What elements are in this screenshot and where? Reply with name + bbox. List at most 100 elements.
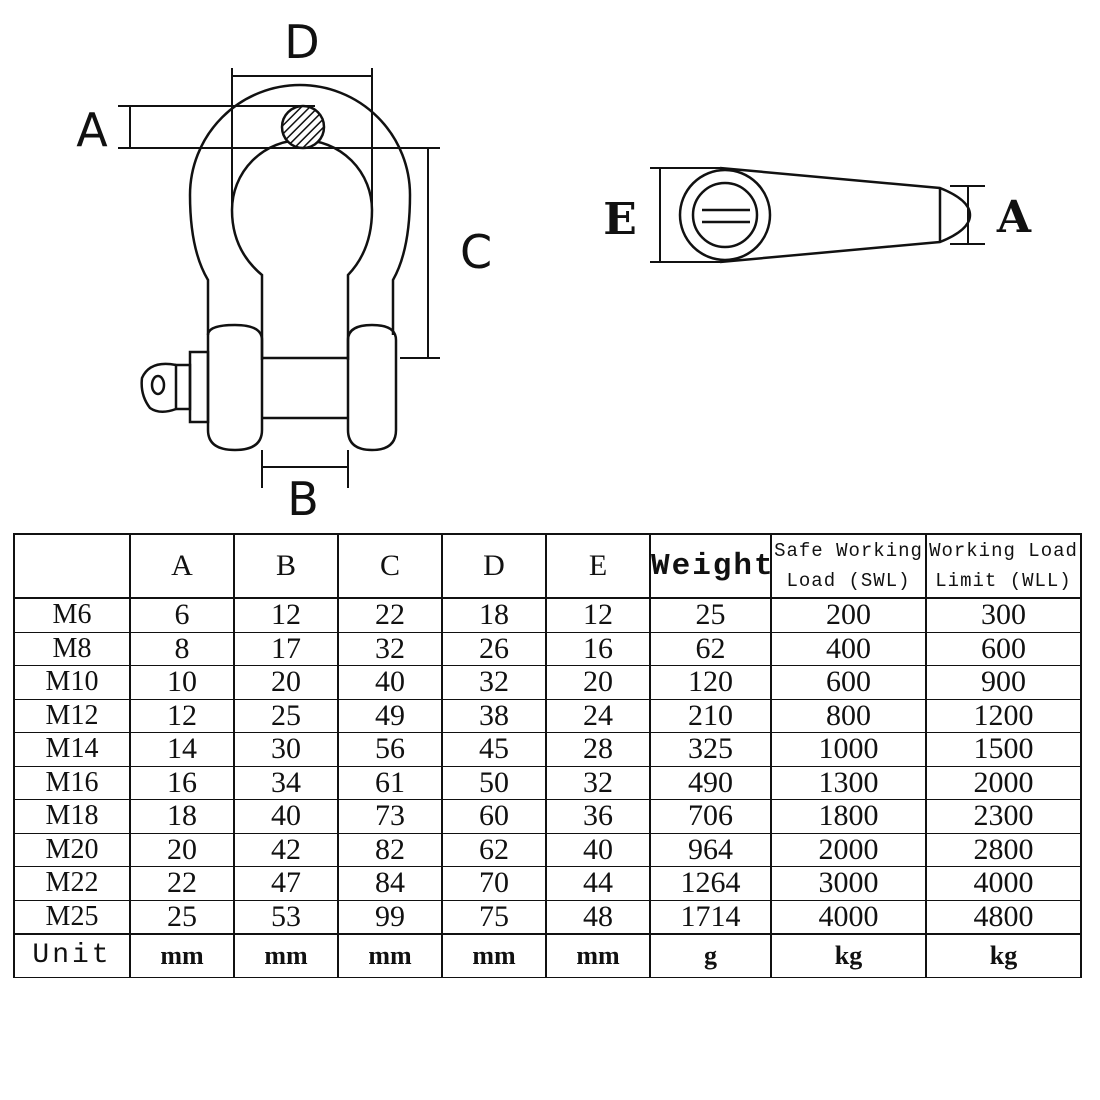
unit-cell-b: mm	[233, 933, 339, 978]
cell-c: 40	[337, 665, 443, 700]
cell-size: M6	[13, 597, 131, 633]
unit-cell-e: mm	[545, 933, 651, 978]
cell-d: 18	[441, 597, 547, 633]
cell-c: 22	[337, 597, 443, 633]
dimension-label-e: E	[603, 194, 637, 245]
header-d: D	[441, 533, 547, 599]
cell-e: 28	[545, 732, 651, 767]
cell-swl: 200	[770, 597, 927, 633]
cell-a: 10	[129, 665, 235, 700]
dimension-label-a-side: A	[996, 192, 1032, 243]
cell-wll: 2300	[925, 799, 1082, 834]
cell-b: 53	[233, 899, 339, 935]
cell-e: 12	[545, 597, 651, 633]
cell-c: 73	[337, 799, 443, 834]
front-dimension-lines	[118, 68, 440, 488]
cell-wll: 900	[925, 665, 1082, 700]
dimension-label-a: A	[76, 103, 108, 157]
unit-cell-d: mm	[441, 933, 547, 978]
cell-d: 75	[441, 899, 547, 935]
cell-wll: 4000	[925, 866, 1082, 901]
pin-side-view	[678, 166, 972, 264]
cell-b: 34	[233, 765, 339, 800]
cell-weight: 1714	[649, 899, 772, 935]
cell-b: 17	[233, 631, 339, 666]
cell-swl: 3000	[770, 866, 927, 901]
header-a: A	[129, 533, 235, 599]
cell-weight: 120	[649, 665, 772, 700]
shackle-diagram: D A C B E A	[76, 15, 1032, 526]
hatched-section-icon	[280, 104, 326, 150]
cell-a: 20	[129, 832, 235, 867]
cell-weight: 1264	[649, 866, 772, 901]
cell-b: 47	[233, 866, 339, 901]
cell-b: 30	[233, 732, 339, 767]
cell-wll: 2000	[925, 765, 1082, 800]
cell-swl: 1300	[770, 765, 927, 800]
cell-size: M14	[13, 732, 131, 767]
cell-d: 70	[441, 866, 547, 901]
header-swl-line1: Safe Working	[774, 540, 923, 562]
cell-size: M22	[13, 866, 131, 901]
header-e: E	[545, 533, 651, 599]
cell-swl: 400	[770, 631, 927, 666]
cell-size: M18	[13, 799, 131, 834]
header-swl-line2: Load (SWL)	[786, 570, 911, 592]
cell-weight: 964	[649, 832, 772, 867]
cell-e: 20	[545, 665, 651, 700]
cell-swl: 1000	[770, 732, 927, 767]
cell-swl: 4000	[770, 899, 927, 935]
cell-e: 16	[545, 631, 651, 666]
cell-d: 26	[441, 631, 547, 666]
cell-e: 32	[545, 765, 651, 800]
cell-c: 56	[337, 732, 443, 767]
cell-c: 49	[337, 698, 443, 733]
header-wll-line1: Working Load	[929, 540, 1078, 562]
cell-weight: 210	[649, 698, 772, 733]
cell-size: M20	[13, 832, 131, 867]
cell-a: 8	[129, 631, 235, 666]
cell-d: 62	[441, 832, 547, 867]
cell-d: 38	[441, 698, 547, 733]
cell-a: 14	[129, 732, 235, 767]
cell-wll: 600	[925, 631, 1082, 666]
header-wll-line2: Limit (WLL)	[935, 570, 1072, 592]
cell-weight: 325	[649, 732, 772, 767]
cell-b: 25	[233, 698, 339, 733]
cell-weight: 25	[649, 597, 772, 633]
header-weight: Weight	[649, 533, 773, 599]
cell-e: 44	[545, 866, 651, 901]
cell-size: M12	[13, 698, 131, 733]
cell-a: 12	[129, 698, 235, 733]
dimension-label-c: C	[460, 225, 492, 279]
cell-c: 82	[337, 832, 443, 867]
unit-cell-c: mm	[337, 933, 443, 978]
cell-b: 42	[233, 832, 339, 867]
cell-e: 36	[545, 799, 651, 834]
cell-size: M8	[13, 631, 131, 666]
cell-e: 40	[545, 832, 651, 867]
cell-c: 32	[337, 631, 443, 666]
cell-wll: 300	[925, 597, 1082, 633]
unit-cell-swl: kg	[770, 933, 927, 978]
cell-d: 45	[441, 732, 547, 767]
cell-c: 99	[337, 899, 443, 935]
cell-weight: 62	[649, 631, 772, 666]
cell-size: M10	[13, 665, 131, 700]
side-dimension-lines	[650, 167, 985, 263]
cell-b: 40	[233, 799, 339, 834]
cell-swl: 1800	[770, 799, 927, 834]
cell-a: 25	[129, 899, 235, 935]
